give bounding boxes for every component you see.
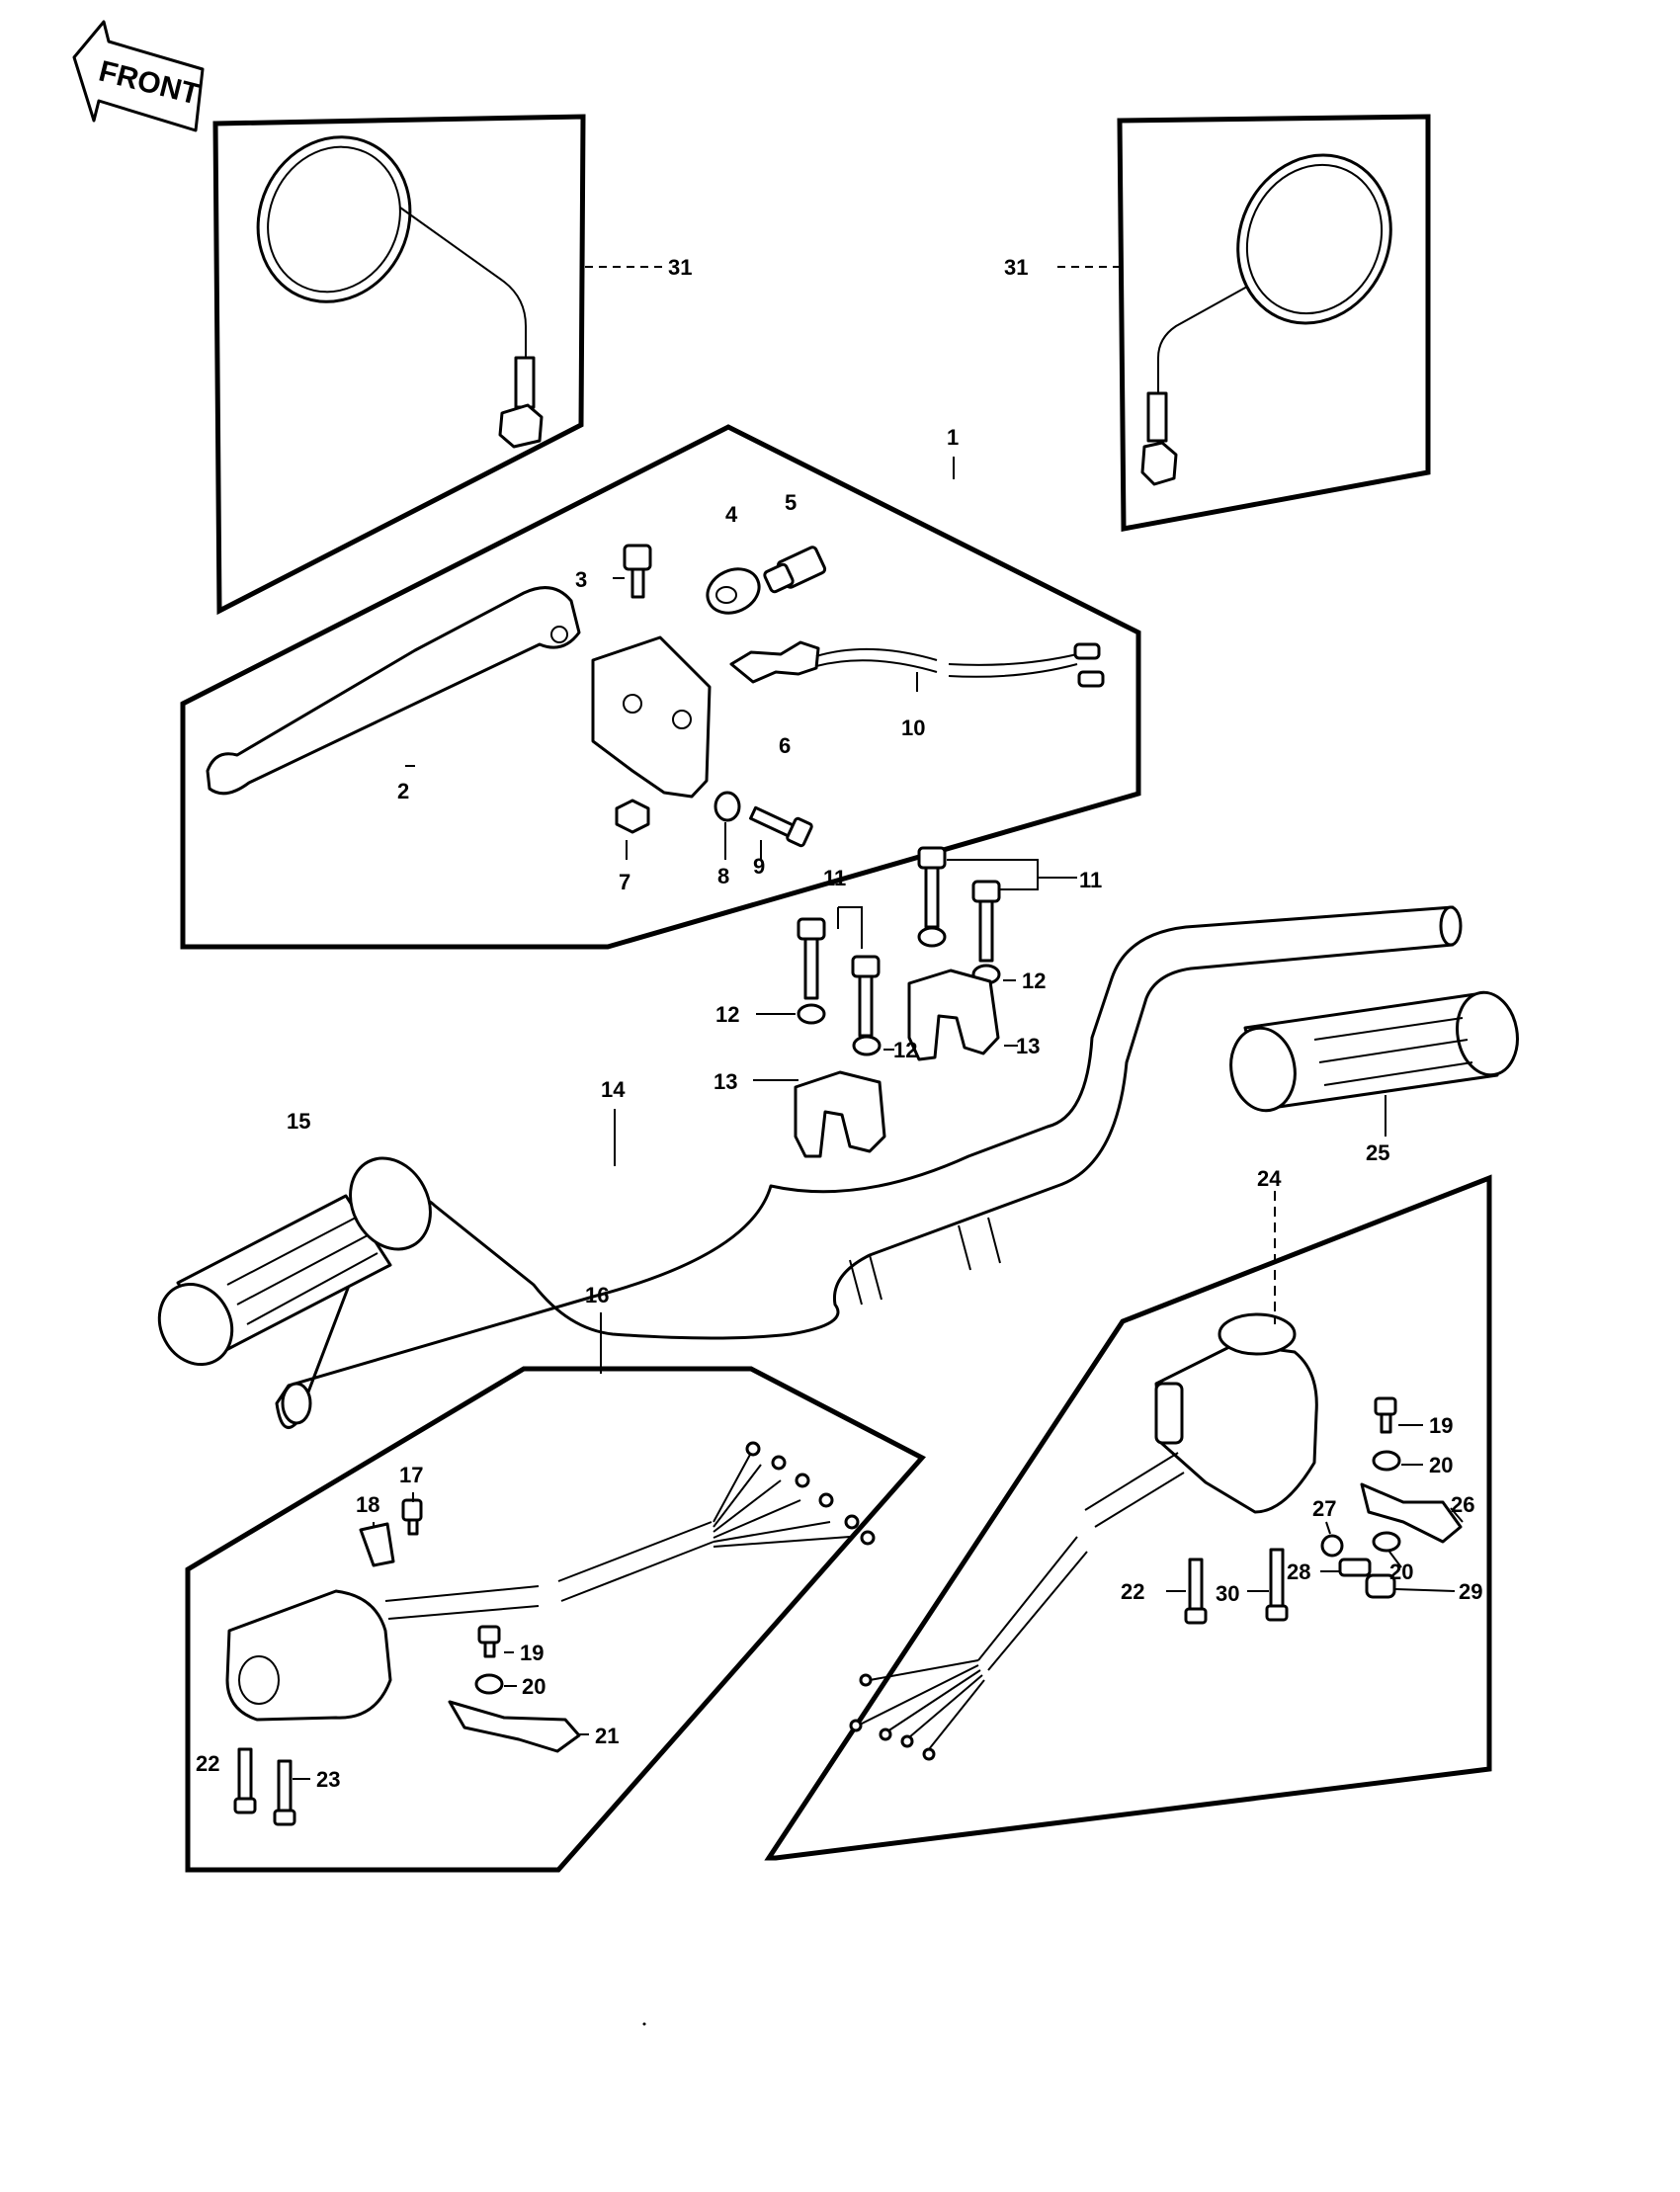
left-mirror-group [212, 114, 586, 616]
callout-24: 24 [1257, 1166, 1282, 1191]
callout-7: 7 [619, 870, 630, 894]
callout-20-right-bottom: 20 [1389, 1560, 1413, 1584]
cable-adjuster [763, 546, 827, 594]
right-switch-housing [1154, 1342, 1318, 1514]
left-housing-screw-2 [273, 1759, 296, 1826]
callout-labels: 31 31 1 2 3 4 5 6 7 8 9 10 11 11 12 12 1… [196, 255, 1482, 1792]
callout-8: 8 [717, 864, 729, 888]
callout-11-right: 11 [1079, 868, 1102, 892]
left-grip [157, 1156, 432, 1367]
clamp-bolt-4 [971, 880, 1001, 963]
left-switch-housing [225, 1589, 392, 1722]
callout-25: 25 [1366, 1140, 1389, 1165]
right-throttle-grip [1229, 990, 1519, 1113]
right-cap-nut [1365, 1573, 1396, 1599]
right-housing-screw-1 [1184, 1558, 1208, 1625]
callout-20-right-top: 20 [1429, 1453, 1453, 1477]
right-small-screw [1320, 1534, 1344, 1558]
engine-stop-knob [1218, 1312, 1297, 1356]
bracket-screw [749, 805, 813, 848]
callout-11-left: 11 [823, 866, 846, 890]
right-lever-washer-2 [1372, 1531, 1401, 1553]
left-lever-screw [477, 1625, 501, 1658]
clamp-washer-2 [852, 1035, 882, 1056]
clamp-bolt-3 [917, 846, 947, 929]
starter-lever [1360, 1482, 1463, 1544]
callout-26: 26 [1451, 1492, 1474, 1517]
callout-12-center: 12 [893, 1038, 917, 1062]
callout-31-left: 31 [668, 255, 692, 280]
callout-19-right: 19 [1429, 1413, 1453, 1438]
callout-23: 23 [316, 1767, 340, 1792]
left-housing-screw-1 [233, 1747, 257, 1814]
callout-31-right: 31 [1004, 255, 1028, 280]
callout-13-right: 13 [1016, 1034, 1040, 1058]
callout-28: 28 [1287, 1560, 1310, 1584]
left-switch-assembly [185, 1366, 926, 1873]
clamp-bolt-1 [797, 917, 826, 1000]
callout-19-left: 19 [520, 1641, 544, 1665]
scan-dot [642, 2022, 646, 2026]
choke-lever [448, 1700, 581, 1753]
left-lever-washer [474, 1673, 504, 1695]
callout-9: 9 [753, 854, 765, 879]
clamp-washer-3 [917, 926, 947, 948]
handlebar-clamps [794, 846, 1001, 1158]
lever-washer [714, 791, 741, 822]
left-switch-screw [401, 1498, 423, 1536]
callout-22-right: 22 [1121, 1579, 1144, 1604]
front-arrow: FRONT [72, 20, 205, 132]
clutch-lever-assembly [180, 424, 1141, 950]
lower-clamp-left [794, 1070, 886, 1158]
callout-16: 16 [585, 1283, 609, 1307]
callout-5: 5 [785, 490, 797, 515]
left-switch-clamp [359, 1522, 395, 1567]
callout-17: 17 [399, 1463, 423, 1487]
right-mirror-group [1117, 114, 1431, 532]
callout-13-left: 13 [714, 1069, 737, 1094]
lever-nut [615, 799, 650, 834]
callout-14: 14 [601, 1077, 626, 1102]
lower-clamp-right [907, 969, 1000, 1061]
callout-1: 1 [947, 425, 959, 450]
callout-10: 10 [901, 716, 925, 740]
handlebar [275, 905, 1463, 1429]
adjuster-nut [706, 567, 761, 615]
callout-30: 30 [1216, 1581, 1239, 1606]
callout-27: 27 [1312, 1496, 1336, 1521]
right-lever-screw [1374, 1396, 1397, 1434]
callout-29: 29 [1459, 1579, 1482, 1604]
left-mirror [256, 135, 544, 449]
callout-21: 21 [595, 1724, 619, 1748]
right-pivot-pin [1338, 1558, 1372, 1577]
pivot-bolt [623, 544, 652, 599]
clamp-bolt-2 [851, 955, 881, 1038]
callout-2: 2 [397, 779, 409, 803]
right-lever-washer-1 [1372, 1450, 1401, 1472]
clamp-washer-1 [797, 1003, 826, 1025]
right-housing-screw-2 [1265, 1548, 1289, 1622]
callout-20-left: 20 [522, 1674, 546, 1699]
callout-15: 15 [287, 1109, 310, 1134]
callout-18: 18 [356, 1492, 379, 1517]
clutch-switch [729, 640, 1105, 688]
lever-bracket [591, 635, 712, 799]
leader-lines [293, 266, 1464, 1780]
callout-12-left: 12 [715, 1002, 739, 1027]
right-mirror [1140, 153, 1392, 486]
callout-6: 6 [779, 733, 791, 758]
callout-4: 4 [725, 502, 738, 527]
clutch-lever [206, 586, 581, 796]
callout-12-right: 12 [1022, 969, 1046, 993]
callout-3: 3 [575, 567, 587, 592]
callout-22-left: 22 [196, 1751, 219, 1776]
